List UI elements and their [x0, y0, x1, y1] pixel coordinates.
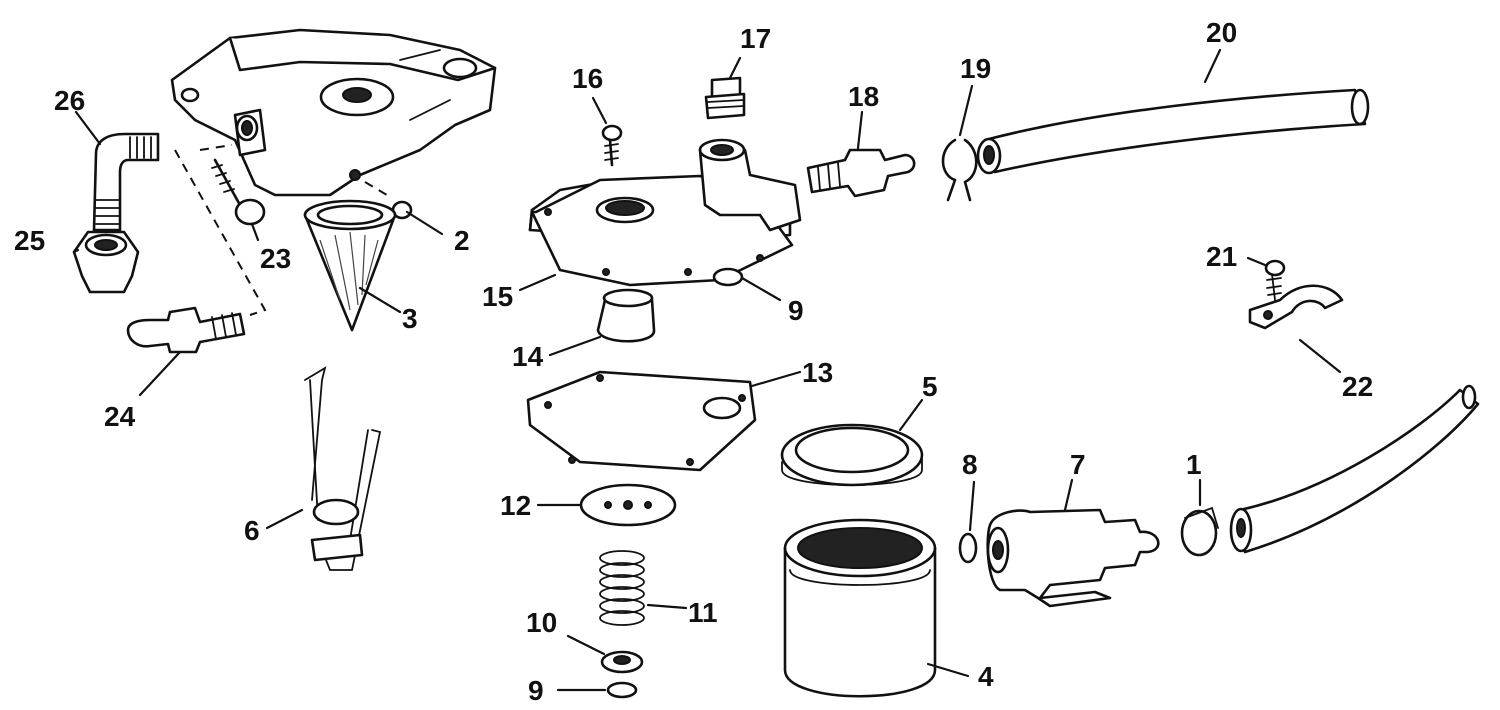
valve-plate: [579, 483, 677, 527]
callout-1: 1: [1186, 449, 1202, 480]
assembly-guide-line: [174, 144, 393, 316]
callout-8: 8: [962, 449, 978, 480]
hose-clamp-small: [1180, 506, 1219, 557]
filter-body-bowl-mount: [528, 138, 802, 287]
callout-25: 25: [14, 225, 45, 256]
callout-17: 17: [740, 23, 771, 54]
callout-18: 18: [848, 81, 879, 112]
elbow-fitting: [92, 132, 160, 232]
inlet-fitting: [806, 148, 916, 198]
callout-26: 26: [54, 85, 85, 116]
callout-9-upper: 9: [788, 295, 804, 326]
callout-4: 4: [978, 661, 994, 692]
callout-2: 2: [454, 225, 470, 256]
square-head-plug: [704, 76, 746, 120]
callout-23: 23: [260, 243, 291, 274]
callout-5: 5: [922, 371, 938, 402]
o-ring: [958, 532, 978, 564]
fuel-hose-lower: [1229, 384, 1480, 554]
callout-7: 7: [1070, 449, 1086, 480]
callout-6: 6: [244, 515, 260, 546]
gasket: [526, 370, 757, 472]
callout-labels: 1 2 3 4 5 6 7 8 9 9 10 11 12 13 14 15 16…: [14, 17, 1373, 706]
hose-clamp: [941, 138, 978, 202]
callout-3: 3: [402, 303, 418, 334]
callout-19: 19: [960, 53, 991, 84]
valve-retainer: [600, 650, 644, 674]
callout-22: 22: [1342, 371, 1373, 402]
spring: [599, 550, 645, 626]
hose-support-clip: [1248, 284, 1344, 330]
leader-lines: [72, 48, 1342, 692]
fuel-hose-upper: [976, 88, 1370, 175]
conical-filter-element: [303, 199, 397, 332]
callout-16: 16: [572, 63, 603, 94]
check-valve-disc-upper: [712, 267, 744, 287]
flare-nut: [72, 230, 140, 294]
callout-11: 11: [688, 597, 718, 628]
callout-13: 13: [802, 357, 833, 388]
callout-15: 15: [482, 281, 513, 312]
callout-14: 14: [512, 341, 544, 372]
callout-9-lower: 9: [528, 675, 544, 706]
callout-24: 24: [104, 401, 136, 432]
callout-10: 10: [526, 607, 557, 638]
body-screw: [601, 124, 623, 167]
bowl-seal-ring: [780, 423, 924, 487]
clip-screw: [1264, 259, 1286, 301]
callout-21: 21: [1206, 241, 1237, 272]
bail-wire-clamp: [304, 366, 382, 571]
housing-screw: [211, 158, 266, 226]
barbed-hose-fitting: [126, 306, 246, 354]
callout-12: 12: [500, 490, 531, 521]
filter-cap: [596, 288, 656, 343]
callout-20: 20: [1206, 17, 1237, 48]
fuel-connector: [986, 508, 1160, 608]
check-valve-disc-lower: [606, 681, 638, 699]
filter-bowl: [783, 518, 937, 698]
filter-housing-cover: [170, 28, 497, 197]
